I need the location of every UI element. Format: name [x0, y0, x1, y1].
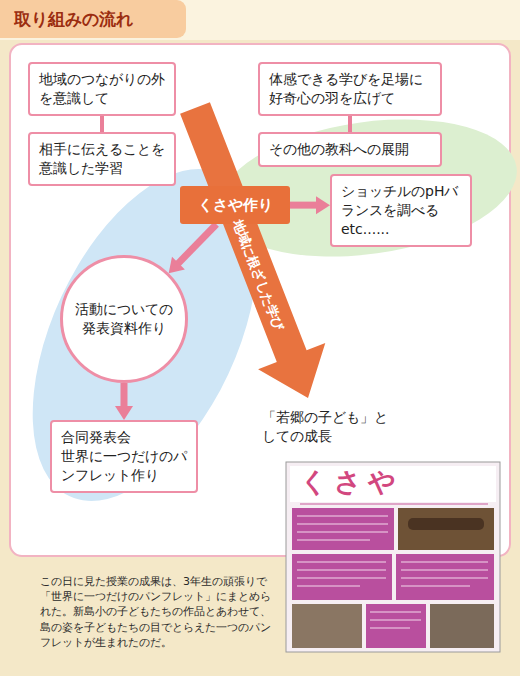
node-text: その他の教科への展開 [269, 140, 431, 159]
process-box: 体感できる学びを足場に好奇心の羽を広げて [258, 62, 442, 116]
pamphlet-title: くさや [300, 466, 402, 497]
node-text: くさや作り [186, 195, 284, 215]
node-text: ショッチルのpHバランスを調べるetc...... [341, 182, 461, 239]
arrow-head [115, 406, 133, 420]
link-line [350, 116, 351, 132]
process-box: 相手に伝えることを意識した学習 [28, 132, 176, 186]
node-subtext: 世界に一つだけのパンフレット作り [61, 447, 187, 485]
connector-line [100, 116, 104, 132]
connector-line [348, 116, 352, 132]
link-line [102, 116, 103, 132]
node-text: 体感できる学びを足場に好奇心の羽を広げて [269, 70, 431, 108]
connector-line [290, 202, 318, 209]
node-text: 相手に伝えることを意識した学習 [39, 140, 165, 178]
process-box: ショッチルのpHバランスを調べるetc...... [330, 174, 472, 247]
outcome-text: 「若郷の子ども」としての成長 [262, 408, 390, 446]
circle-node: 活動についての発表資料作り [60, 255, 188, 383]
process-box: 合同発表会世界に一つだけのパンフレット作り [50, 420, 198, 493]
process-box: 地域のつながりの外を意識して [28, 62, 176, 116]
connector-line [177, 224, 216, 264]
blue-region [0, 135, 304, 535]
main-panel [10, 44, 510, 556]
flow-arrow [290, 196, 330, 214]
flow-arrow [169, 224, 217, 273]
arrow-head [169, 257, 185, 273]
node-text: 活動についての発表資料作り [73, 300, 175, 338]
caption: この日に見た授業の成果は、3年生の頑張りで「世界に一つだけのパンフレット」にまと… [40, 574, 276, 650]
main-activity-box: くさや作り [180, 186, 290, 224]
flow-arrow [115, 383, 133, 420]
process-box: その他の教科への展開 [258, 132, 442, 167]
diagram-title: 取り組みの流れ [14, 8, 133, 31]
connector-line [121, 383, 128, 408]
arrow-head [316, 196, 330, 214]
pamphlet-picture [286, 462, 500, 652]
top-band [0, 0, 520, 40]
node-text: 地域のつながりの外を意識して [39, 70, 165, 108]
node-text: 合同発表会 [61, 428, 187, 447]
title-tab [0, 0, 186, 38]
